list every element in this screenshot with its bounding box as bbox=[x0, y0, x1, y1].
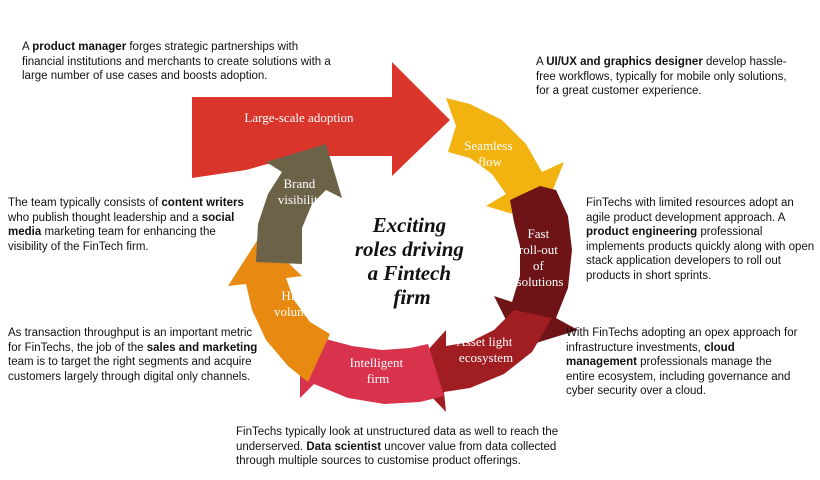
segment-label-brand: Brand visibility bbox=[278, 176, 325, 207]
segment-label-volumes: High volumes bbox=[274, 288, 318, 319]
segment-asset-arrow bbox=[408, 310, 552, 412]
segment-label-adoption: Large-scale adoption bbox=[244, 110, 354, 125]
desc-product-manager: A product manager forges strategic partn… bbox=[22, 41, 331, 82]
desc-cloud-management: With FinTechs adopting an opex approach … bbox=[566, 327, 798, 397]
segment-label-seamless: Seamless flow bbox=[464, 138, 516, 169]
desc-content-social-media: The team typically consists of content w… bbox=[8, 197, 244, 253]
desc-product-engineering: FinTechs with limited resources adopt an… bbox=[586, 197, 815, 282]
desc-ui-ux-designer: A UI/UX and graphics designer develop ha… bbox=[536, 56, 787, 97]
segment-intelligent-arrow bbox=[300, 336, 444, 404]
segment-label-intelligent: Intelligent firm bbox=[350, 355, 407, 386]
segment-rollout-arrow bbox=[494, 186, 578, 348]
center-title: Exciting roles driving a Fintech firm bbox=[355, 213, 469, 309]
desc-data-scientist: FinTechs typically look at unstructured … bbox=[236, 426, 559, 467]
desc-sales-marketing: As transaction throughput is an importan… bbox=[8, 327, 258, 383]
segment-volumes-arrow bbox=[228, 236, 330, 382]
segment-adoption-arrow bbox=[192, 62, 450, 178]
segment-brand-arrow bbox=[256, 144, 342, 264]
segment-label-asset: Asset light ecosystem bbox=[456, 334, 515, 365]
segment-label-rollout: Fast roll-out of solutions bbox=[517, 226, 564, 289]
